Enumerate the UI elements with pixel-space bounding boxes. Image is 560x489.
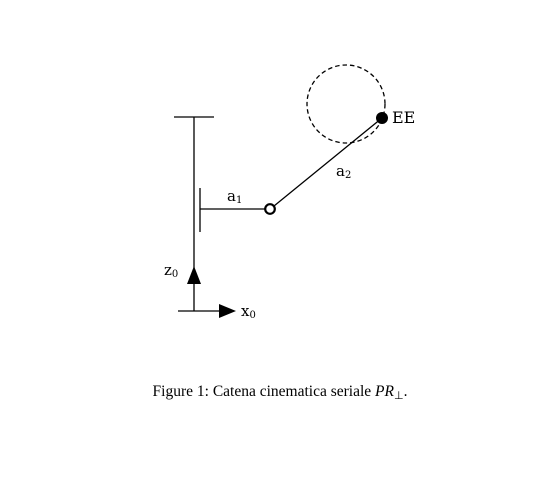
label-a2: a2 (336, 162, 351, 181)
kinematic-chain-diagram: a1 a2 EE z0 x0 (164, 64, 415, 321)
end-effector-dot (376, 112, 388, 124)
figure-caption: Figure 1: Catena cinematica seriale PR⊥. (0, 383, 560, 402)
caption-text: Catena cinematica seriale (212, 383, 372, 400)
x0-arrowhead (219, 304, 236, 318)
workspace-circle (306, 64, 386, 144)
label-x0: x0 (241, 302, 256, 321)
link-a2 (273, 117, 383, 207)
z0-arrowhead (187, 266, 201, 284)
caption-math: PR⊥ (375, 383, 404, 402)
label-a1: a1 (227, 187, 242, 206)
revolute-joint (264, 203, 276, 215)
caption-prefix: Figure 1: (152, 383, 209, 400)
label-z0: z0 (164, 261, 178, 280)
caption-suffix: . (403, 383, 408, 400)
label-end-effector: EE (392, 108, 415, 127)
